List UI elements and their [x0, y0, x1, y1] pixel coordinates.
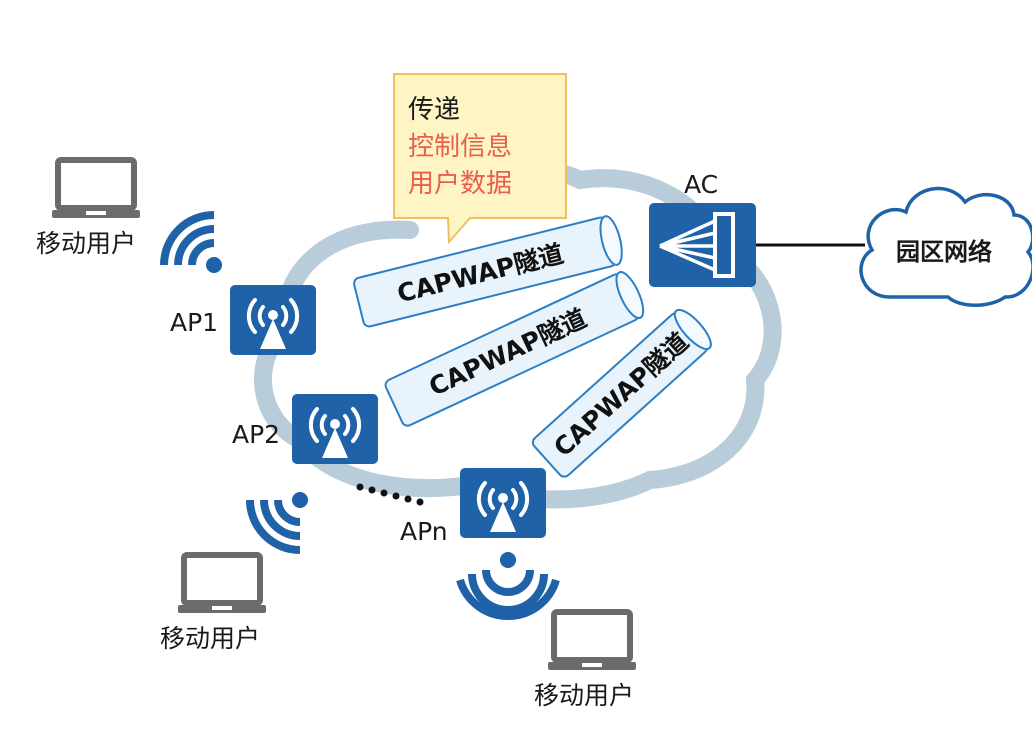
wifi-signal-icon-2 [246, 492, 308, 554]
callout-line3: 用户数据 [408, 169, 512, 199]
callout-line1: 传递 [408, 95, 460, 125]
ac-label: AC [684, 170, 718, 199]
apn-icon [458, 466, 548, 540]
campus-network-label: 园区网络 [896, 238, 992, 266]
ap1-icon [228, 283, 318, 357]
callout-line2: 控制信息 [408, 132, 512, 162]
laptop-icon-1 [52, 160, 140, 218]
laptop-icon-3 [548, 612, 636, 670]
callout-bubble: 传递 控制信息 用户数据 [393, 73, 567, 245]
ap2-icon [290, 392, 380, 466]
network-ring [254, 160, 782, 509]
access-controller-icon [649, 203, 756, 287]
laptop-icon-2 [178, 555, 266, 613]
mobile-user-label-1: 移动用户 [36, 229, 136, 258]
mobile-user-label-3: 移动用户 [534, 681, 634, 710]
apn-label: APn [400, 517, 448, 546]
wifi-signal-icon-1 [160, 211, 222, 273]
mobile-user-label-2: 移动用户 [160, 624, 260, 653]
capwap-tunnel-2: CAPWAP隧道 [384, 271, 645, 427]
ellipsis-dots [356, 483, 424, 506]
ap2-label: AP2 [232, 420, 280, 449]
cloud-icon [859, 186, 1032, 307]
wifi-signal-icon-3 [456, 552, 560, 620]
ap1-label: AP1 [170, 308, 218, 337]
